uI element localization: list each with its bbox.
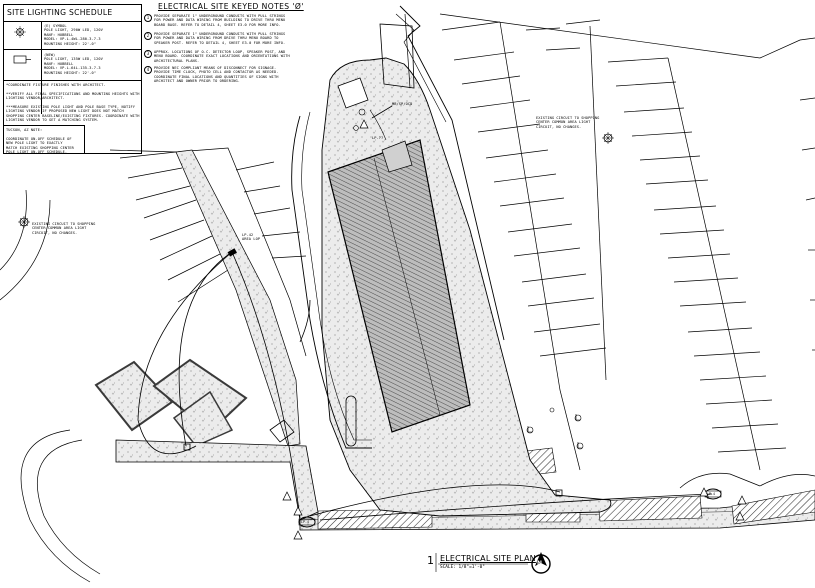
existing-circuit-label-right: EXISTING CIRCUIT TO SHOPPING CENTER COMM… xyxy=(536,116,600,129)
keyed-note-text: APPROX. LOCATIONS OF O.C. DETECTOR LOOP,… xyxy=(154,50,290,63)
enclosures xyxy=(94,358,295,447)
new-pole-light-icon-1 xyxy=(298,516,316,528)
keyed-note-number: 2 xyxy=(144,32,152,40)
property-curves xyxy=(0,189,815,583)
pole-tag-right: LP-4 A xyxy=(707,492,716,501)
keyed-note-number: 1 xyxy=(144,14,152,22)
keyed-notes-title: ELECTRICAL SITE KEYED NOTES 'Ø' xyxy=(158,2,304,11)
keyed-note-text: PROVIDE SEPARATE 1" UNDERGROUND CONDUITS… xyxy=(154,14,286,27)
building-roof xyxy=(327,139,471,433)
menu-board-area xyxy=(337,77,387,141)
drive-thru-lane xyxy=(291,5,505,449)
north-arrow-icon xyxy=(531,552,551,574)
keyed-note-triangle-icon xyxy=(282,119,747,540)
schedule-notes: *COORDINATE FIXTURE FINISHES WITH ARCHIT… xyxy=(6,83,140,123)
tucson-note-box: TUCSON, AZ NOTE: COORDINATE ON-OFF SCHED… xyxy=(3,125,85,154)
landscape-strip xyxy=(175,149,301,447)
keyed-note-text: PROVIDE NEC COMPLIANT MEANS OF DISCONNEC… xyxy=(154,66,279,84)
plan-scale: SCALE: 1/8"=1'-0" xyxy=(440,565,485,570)
panel-tag: LP-42 AREA LOP xyxy=(242,233,261,242)
plan-number: 1 xyxy=(427,554,434,567)
parking-stripes-right xyxy=(439,13,815,471)
pole-light-icon-2 xyxy=(602,132,614,144)
accessible-parking-icon xyxy=(526,407,584,450)
fixture-symbol-icon-existing xyxy=(14,26,26,38)
fixture-b-spec: (NEW) POLE LIGHT, 135W LED, 120V MANF: H… xyxy=(44,53,103,75)
circuit-runs xyxy=(137,105,713,521)
panel-icon xyxy=(227,248,237,257)
pole-tag-left: LP-4 A xyxy=(301,520,310,529)
plan-title: ELECTRICAL SITE PLAN xyxy=(440,554,536,563)
junction-box-icon xyxy=(183,443,563,497)
north-label: N xyxy=(537,560,543,567)
schedule-title: SITE LIGHTING SCHEDULE xyxy=(7,8,113,17)
walkway-left xyxy=(115,439,319,521)
fixture-symbol-icon-new xyxy=(13,55,31,64)
keyed-note-number: 3 xyxy=(144,50,152,58)
panel-tag-2: LP-?? xyxy=(372,136,384,140)
tucson-note: TUCSON, AZ NOTE: COORDINATE ON-OFF SCHED… xyxy=(6,128,74,155)
fixture-a-spec: (E) SYMBOL POLE LIGHT, 290W LED, 120V MA… xyxy=(44,24,103,46)
pole-light-icon-1 xyxy=(18,216,30,228)
keyed-note-text: PROVIDE SEPARATE 1" UNDERGROUND CONDUITS… xyxy=(154,32,286,45)
existing-circuit-label-left: EXISTING CIRCUIT TO SHOPPING CENTER COMM… xyxy=(32,222,96,235)
menu-board-tag: MB/SP/OCD xyxy=(392,102,413,106)
keyed-note-number: 4 xyxy=(144,66,152,74)
